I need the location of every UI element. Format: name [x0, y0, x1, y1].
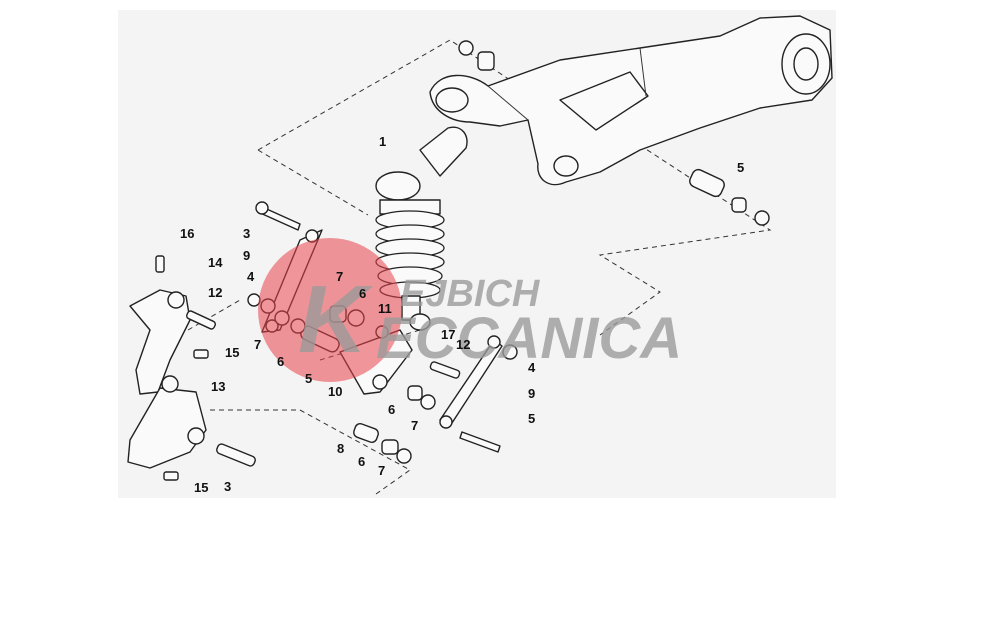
callout-label: 1	[379, 134, 386, 149]
part-callouts: 1 3 3 4 4 5 5 5 6 6 6 6 7 7 7 7 8 9 9 10…	[180, 134, 744, 495]
callout-label: 17	[441, 327, 455, 342]
callout-label: 4	[247, 269, 255, 284]
swingarm-drawing	[429, 15, 833, 186]
callout-label: 14	[208, 255, 223, 270]
watermark-logo-circle	[258, 238, 402, 382]
callout-label: 3	[224, 479, 231, 494]
rear-shock-absorber-drawing	[375, 126, 468, 331]
callout-label: 6	[359, 286, 366, 301]
callout-label: 5	[528, 411, 535, 426]
callout-label: 15	[194, 480, 208, 495]
callout-label: 13	[211, 379, 225, 394]
callout-label: 6	[277, 354, 284, 369]
callout-label: 3	[243, 226, 250, 241]
callout-label: 7	[378, 463, 385, 478]
callout-label: 12	[456, 337, 470, 352]
swingarm-pivot-parts	[458, 40, 770, 226]
watermark-line2: ECCANICA	[376, 306, 682, 371]
callout-label: 6	[358, 454, 365, 469]
callout-label: 5	[305, 371, 312, 386]
callout-label: 7	[336, 269, 343, 284]
watermark-line1: EJBICH	[400, 273, 541, 315]
callout-label: 7	[254, 337, 261, 352]
watermark: K EJBICH ECCANICA	[258, 238, 682, 382]
callout-label: 9	[528, 386, 535, 401]
callout-label: 12	[208, 285, 222, 300]
callout-label: 5	[737, 160, 744, 175]
callout-label: 7	[411, 418, 418, 433]
callout-label: 10	[328, 384, 342, 399]
callout-label: 11	[378, 301, 392, 316]
callout-label: 16	[180, 226, 194, 241]
callout-label: 15	[225, 345, 239, 360]
assembly-guide-lines	[187, 39, 772, 495]
watermark-logo-letter: K	[298, 266, 374, 373]
callout-label: 4	[528, 360, 536, 375]
callout-label: 9	[243, 248, 250, 263]
footrest-bracket-drawing	[127, 255, 256, 481]
callout-label: 6	[388, 402, 395, 417]
callout-label: 8	[337, 441, 344, 456]
